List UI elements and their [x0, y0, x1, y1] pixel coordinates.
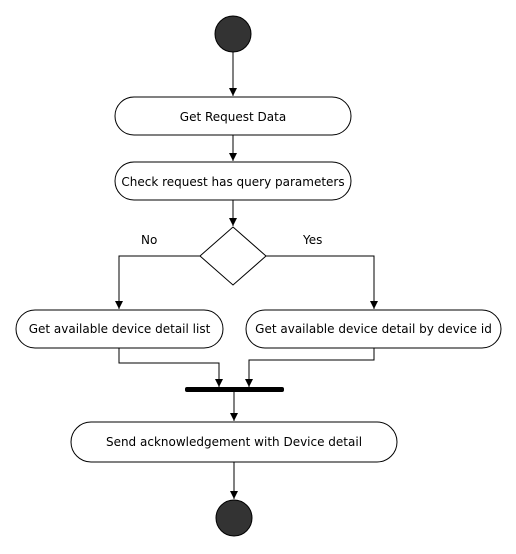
edge-decision-yes: [266, 255, 378, 309]
start-node: [214, 15, 252, 53]
action-get-device-list: Get available device detail list: [15, 309, 224, 349]
action-get-request-data-label: Get Request Data: [180, 110, 286, 124]
action-send-acknowledgement: Send acknowledgement with Device detail: [70, 421, 398, 463]
branch-no-label: No: [141, 233, 157, 247]
end-node: [215, 499, 253, 537]
action-check-query-params: Check request has query parameters: [114, 161, 352, 201]
action-get-device-by-id: Get available device detail by device id: [245, 309, 502, 349]
action-check-query-params-label: Check request has query parameters: [121, 175, 344, 189]
edge-id-to-join: [245, 348, 375, 387]
edge-list-to-join: [118, 348, 223, 387]
decision-node: [199, 226, 267, 286]
branch-yes-label: Yes: [302, 233, 322, 247]
action-get-request-data: Get Request Data: [114, 96, 352, 136]
action-get-device-by-id-label: Get available device detail by device id: [255, 322, 492, 336]
action-send-acknowledgement-label: Send acknowledgement with Device detail: [106, 435, 362, 449]
edge-decision-no: [115, 255, 200, 309]
join-bar: [185, 387, 284, 392]
action-get-device-list-label: Get available device detail list: [29, 322, 211, 336]
